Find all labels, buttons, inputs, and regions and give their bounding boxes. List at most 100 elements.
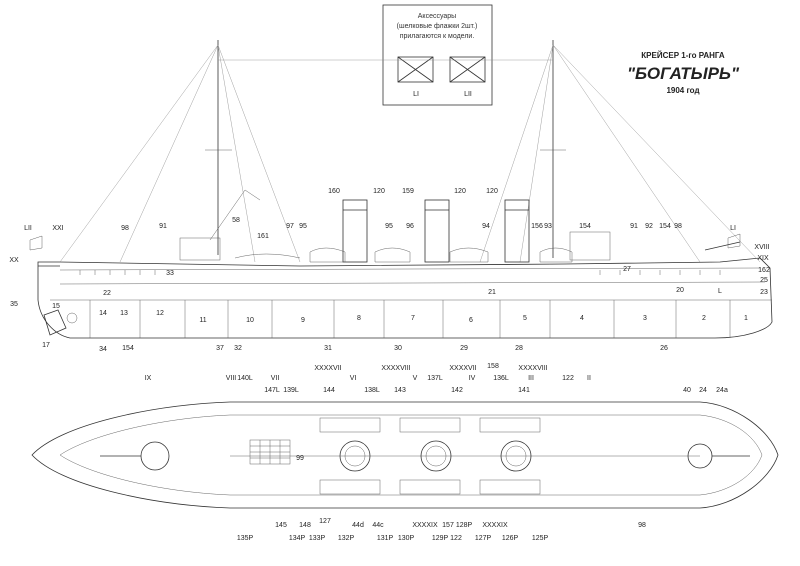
compartment-number-label: 6 (469, 317, 473, 324)
side-view-callout-label: 30 (394, 345, 402, 352)
side-view-callout-label: 13 (120, 310, 128, 317)
side-view-callout-label: XVIII (754, 244, 769, 251)
side-view-callout-label: XX (9, 257, 19, 264)
side-view-callout-label: 159 (402, 188, 414, 195)
side-view-callout-label: 154 (122, 345, 134, 352)
plan-view-bottom-callout-label: 129P (432, 535, 449, 542)
plan-view-callout-label: 122 (562, 375, 574, 382)
side-view-callout-label: 22 (103, 290, 111, 297)
side-view-callout-label: 23 (760, 289, 768, 296)
side-view-callout-label: 26 (660, 345, 668, 352)
plan-view-bottom-callout-label: XXXXIX (412, 522, 438, 529)
accessories-box: Аксессуары (шелковые флажки 2шт.) прилаг… (382, 4, 493, 106)
side-view-callout-label: 37 (216, 345, 224, 352)
plan-view-bottom-callout-label: XXXXIX (482, 522, 508, 529)
side-view-callout-label: 93 (544, 223, 552, 230)
plan-view-bottom-callout-label: 125P (532, 535, 549, 542)
side-view-callout-label: 161 (257, 233, 269, 240)
title-year: 1904 год (666, 86, 699, 95)
side-view-callout-label: 34 (99, 346, 107, 353)
plan-view-callout-label: 138L (364, 387, 380, 394)
compartment-number-label: 3 (643, 315, 647, 322)
side-view-callout-label: 160 (328, 188, 340, 195)
plan-view-callout-label: 136L (493, 375, 509, 382)
side-view-callout-label: XXI (52, 225, 63, 232)
side-view-callout-label: 27 (623, 266, 631, 273)
flag-left-label: LI (413, 91, 419, 98)
side-view-callout-label: 97 (286, 223, 294, 230)
side-view-callout-label: 14 (99, 310, 107, 317)
side-view-callout-label: 58 (232, 217, 240, 224)
compartment-number-label: 1 (744, 315, 748, 322)
plan-view-bottom-callout-label: 132P (338, 535, 355, 542)
side-view-callout-label: 95 (299, 223, 307, 230)
plan-view-bottom-callout-label: 148 (299, 522, 311, 529)
accessories-line3: прилагаются к модели. (400, 33, 475, 40)
side-view-callout-label: 156 (531, 223, 543, 230)
compartment-number-label: 7 (411, 315, 415, 322)
side-view-callout-label: 33 (166, 270, 174, 277)
ship-name: "БОГАТЫРЬ" (627, 64, 740, 83)
side-view-callout-label: 17 (42, 342, 50, 349)
plan-view-callout-label: XXXXVIII (381, 365, 410, 372)
plan-view-callout-label: IV (469, 375, 476, 382)
plan-view-callout-label: 99 (296, 455, 304, 462)
title-line1: КРЕЙСЕР 1-го РАНГА (641, 51, 725, 60)
side-view-callout-label: 25 (760, 277, 768, 284)
plan-view-bottom-callout-label: 131P (377, 535, 394, 542)
side-view-callout-label: 98 (121, 225, 129, 232)
compartment-number-label: 12 (156, 310, 164, 317)
compartment-number-label: 2 (702, 315, 706, 322)
plan-view-callout-label: VIII (226, 375, 237, 382)
plan-view-callout-label: XXXXVIII (518, 365, 547, 372)
compartment-number-label: 4 (580, 315, 584, 322)
plan-view-bottom-callout-label: 130P (398, 535, 415, 542)
side-view-callout-label: LII (24, 225, 32, 232)
plan-view-callout-label: III (528, 375, 534, 382)
accessories-line1: Аксессуары (418, 13, 456, 20)
compartment-number-label: 11 (199, 317, 206, 324)
side-view-callout-label: 120 (373, 188, 385, 195)
plan-view-bottom-callout-label: 128P (456, 522, 473, 529)
side-view-callout-label: 29 (460, 345, 468, 352)
plan-view-bottom-callout-label: 127P (475, 535, 492, 542)
plan-view-callout-label: 140L (237, 375, 253, 382)
plan-view-bottom-callout-label: 157 (442, 522, 454, 529)
side-view-callout-label: 31 (324, 345, 332, 352)
side-view-callout-label: 21 (488, 289, 496, 296)
plan-view-callout-label: 24 (699, 387, 707, 394)
flag-right-label: LII (464, 91, 472, 98)
side-view-callout-label: 98 (674, 223, 682, 230)
side-view-callout-label: 154 (579, 223, 591, 230)
plan-view-callout-label: 139L (283, 387, 299, 394)
plan-view-bottom-callout-label: 134P (289, 535, 306, 542)
plan-view-callout-label: II (587, 375, 591, 382)
plan-view-callout-label: 141 (518, 387, 530, 394)
compartment-number-label: 10 (246, 317, 254, 324)
side-view (29, 40, 773, 339)
plan-view-bottom-callout-label: 127 (319, 518, 331, 525)
plan-view-callout-label: 40 (683, 387, 691, 394)
side-view-callout-label: 15 (52, 303, 60, 310)
plan-view-callout-label: 143 (394, 387, 406, 394)
side-view-callout-label: L (718, 288, 722, 295)
plan-view-callout-label: XXXXVII (449, 365, 476, 372)
title-block: КРЕЙСЕР 1-го РАНГА "БОГАТЫРЬ" 1904 год (627, 51, 740, 95)
side-view-callout-label: 96 (406, 223, 414, 230)
side-view-callout-label: 32 (234, 345, 242, 352)
compartment-number-label: 9 (301, 317, 305, 324)
plan-view-callout-label: 144 (323, 387, 335, 394)
side-view-callout-label: XIX (757, 255, 769, 262)
flag-left-icon (397, 56, 434, 83)
plan-view-bottom-callout-label: 135P (237, 535, 254, 542)
accessories-line2: (шелковые флажки 2шт.) (397, 23, 478, 30)
plan-view-callout-label: 24a (716, 387, 728, 394)
plan-view (31, 401, 779, 509)
side-view-callout-label: 91 (159, 223, 167, 230)
side-view-callout-label: 162 (758, 267, 770, 274)
plan-view-bottom-callout-label: 145 (275, 522, 287, 529)
flag-right-icon (449, 56, 486, 83)
side-view-callout-label: 94 (482, 223, 490, 230)
